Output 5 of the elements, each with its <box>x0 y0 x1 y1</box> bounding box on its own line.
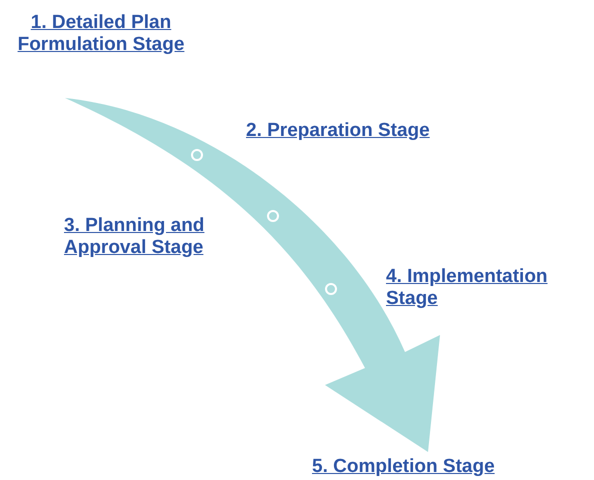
stage-label: 5. Completion Stage <box>312 456 495 477</box>
stage-label: 4. Implementation Stage <box>386 266 548 309</box>
stage-label: 1. Detailed Plan Formulation Stage <box>18 12 184 55</box>
stage-label: 2. Preparation Stage <box>246 120 430 141</box>
stage-label: 3. Planning and Approval Stage <box>64 215 204 258</box>
